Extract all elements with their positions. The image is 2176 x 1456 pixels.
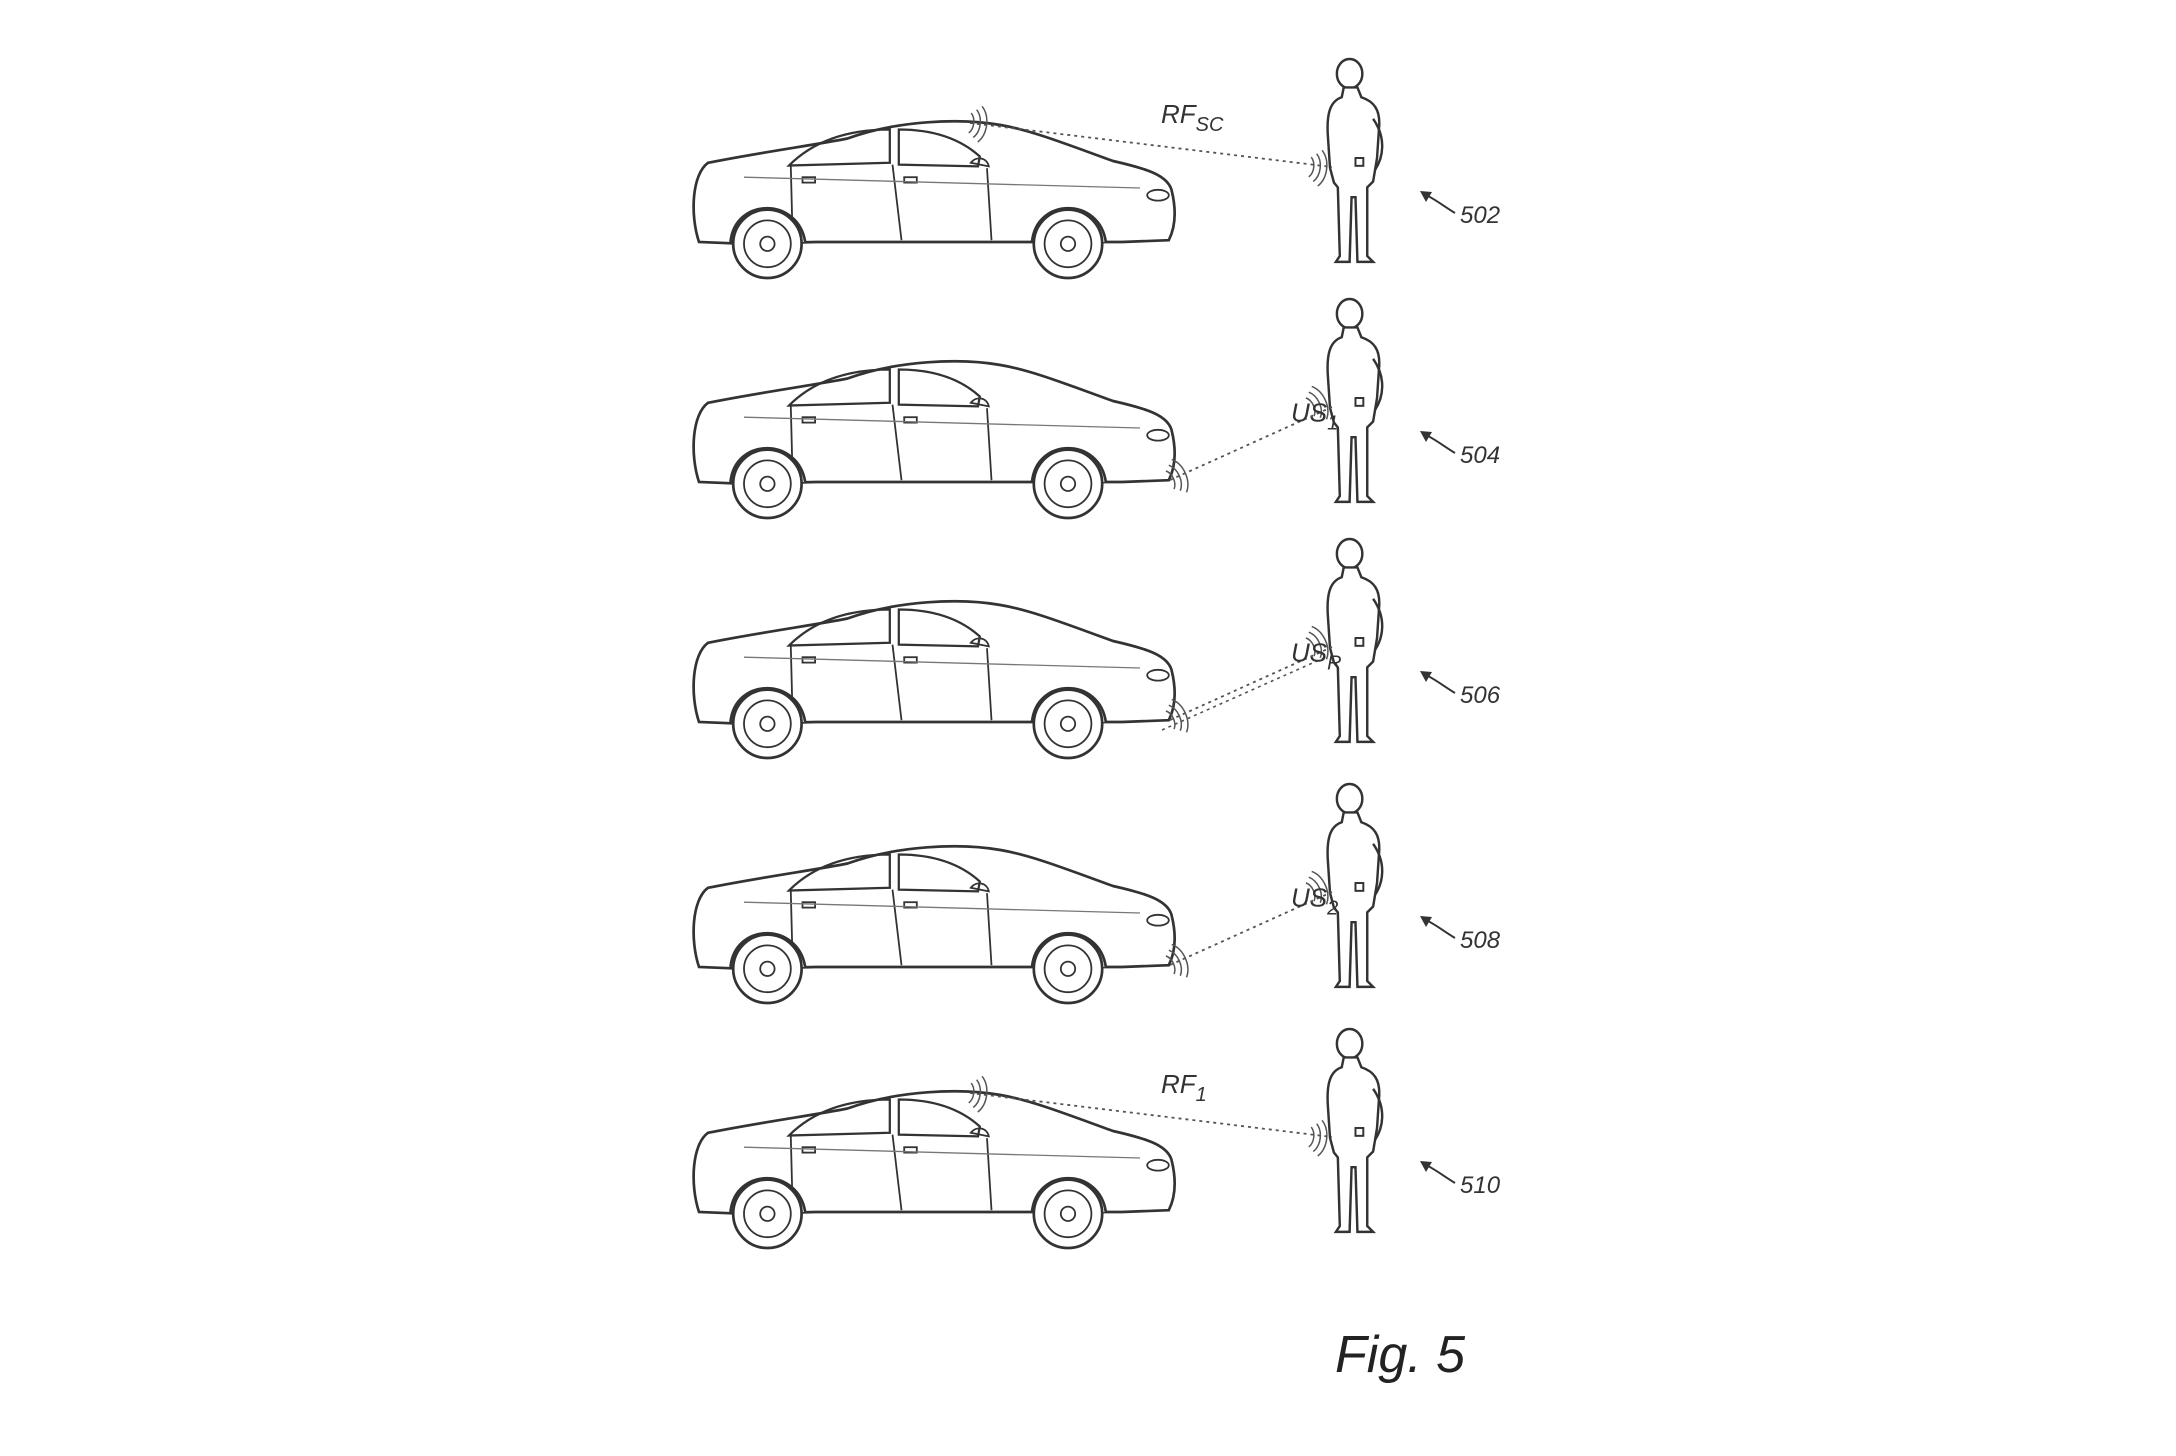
reference-numeral: 502: [1460, 202, 1500, 229]
person: [1326, 782, 1384, 989]
signal-label-main: RF: [1161, 1069, 1198, 1099]
signal-line: [969, 122, 1333, 168]
signal-label-sub: 1: [1327, 413, 1338, 435]
panel-504: US1 504: [692, 297, 1500, 520]
reference-numeral: 504: [1460, 442, 1500, 469]
car: [692, 1089, 1176, 1250]
signal-label: USR: [1291, 638, 1342, 675]
signal-line: [1169, 891, 1333, 966]
arrowhead-icon: [1420, 431, 1432, 442]
car: [692, 119, 1176, 280]
signal-label-sub: 1: [1196, 1084, 1207, 1106]
signal-line: [1169, 646, 1333, 721]
person: [1326, 297, 1384, 504]
panel-502: RFSC 502: [692, 57, 1500, 280]
signal-label-main: US: [1291, 883, 1328, 913]
panel-506: USR 506: [692, 537, 1501, 760]
person: [1326, 1027, 1384, 1234]
signal-label-main: RF: [1161, 99, 1198, 129]
signal-label-sub: SC: [1196, 114, 1224, 136]
signal-label-sub: 2: [1326, 898, 1338, 920]
signal-line: [1169, 406, 1333, 481]
receiver-waves-icon: [1307, 148, 1330, 188]
panel-508: US2 508: [692, 782, 1501, 1005]
signal-label-main: US: [1291, 638, 1328, 668]
signal-line: [969, 1092, 1333, 1138]
signal-label: RF1: [1161, 1069, 1207, 1106]
person: [1326, 537, 1384, 744]
signal-return-line: [1161, 656, 1327, 731]
signal-label: RFSC: [1161, 99, 1224, 136]
reference-numeral: 506: [1460, 682, 1501, 709]
reference-numeral: 508: [1460, 927, 1501, 954]
figure-caption: Fig. 5: [1335, 1326, 1466, 1384]
car: [692, 359, 1176, 520]
signal-label: US2: [1291, 883, 1338, 920]
car: [692, 844, 1176, 1005]
signal-label-main: US: [1291, 398, 1328, 428]
arrowhead-icon: [1420, 191, 1432, 202]
person: [1326, 57, 1384, 264]
signal-label-sub: R: [1327, 653, 1341, 675]
arrowhead-icon: [1420, 671, 1432, 682]
receiver-waves-icon: [1307, 1118, 1330, 1158]
reference-numeral: 510: [1460, 1172, 1501, 1199]
panel-510: RF1 510: [692, 1027, 1501, 1250]
arrowhead-icon: [1420, 916, 1432, 927]
signal-label: US1: [1291, 398, 1338, 435]
arrowhead-icon: [1420, 1161, 1432, 1172]
car: [692, 599, 1176, 760]
